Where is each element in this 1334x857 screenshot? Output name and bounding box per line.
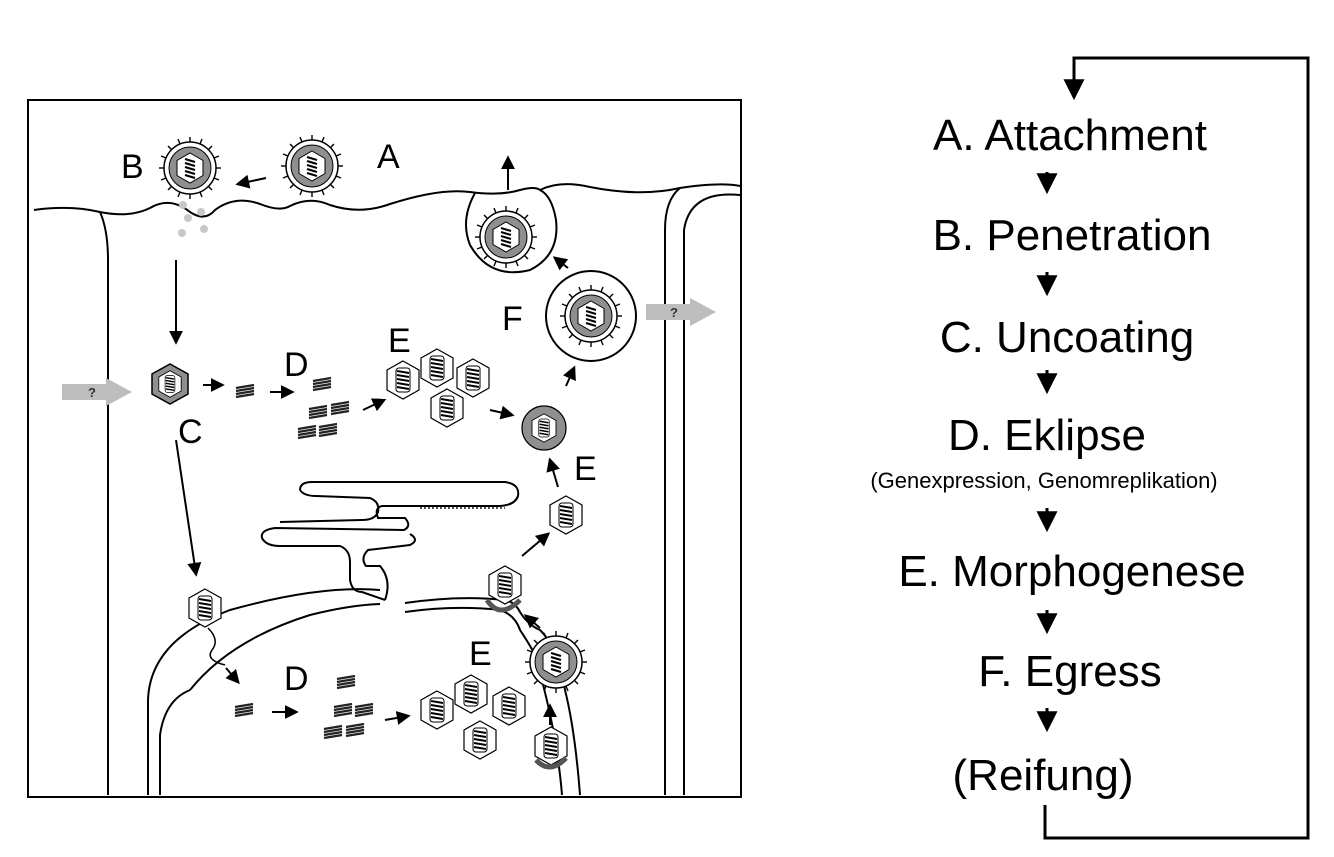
step-reifung: (Reifung) [953,751,1134,800]
label-b: B [121,148,144,186]
capsid-at-nuclear-pore [188,588,222,628]
cycle-loop-line [1043,56,1310,840]
svg-text:?: ? [88,385,96,400]
uncoating-capsid [151,363,189,405]
virion-budding [474,205,538,269]
label-e-cytoplasm: E [388,322,411,360]
unknown-exit-arrow: ? [646,298,716,326]
step-penetration: B. Penetration [933,211,1212,260]
endoplasmic-reticulum [260,481,520,601]
label-f: F [502,300,523,338]
cell-diagram: ? ? A B C D D E E E F [27,99,742,798]
capsid-assembly [386,360,420,400]
enveloping-capsid [521,405,567,451]
replication-cycle: A. Attachment B. Penetration C. Uncoatin… [870,56,1310,840]
nuclear-envelope-outer [147,588,381,795]
cell-left-wall [99,211,109,795]
label-e-er: E [574,450,597,488]
label-a: A [377,138,400,176]
virion-penetrating [158,136,222,200]
step-attachment: A. Attachment [933,111,1207,160]
cell-membrane [33,183,741,218]
step-uncoating: C. Uncoating [940,313,1194,362]
released-particles [178,201,208,237]
unknown-entry-arrow: ? [62,378,132,406]
step-morphogenese: E. Morphogenese [898,547,1245,596]
nuclear-envelope-inner [159,603,381,795]
step-eklipse-detail: (Genexpression, Genomreplikation) [870,468,1217,493]
label-d-cytoplasm: D [284,346,309,384]
cell-right-wall [664,187,681,795]
svg-text:?: ? [670,305,678,320]
figure-frame [27,99,742,798]
label-e-nucleus: E [469,635,492,673]
virion-nuclear-envelope [524,630,588,694]
virion-egress [545,270,637,362]
step-eklipse: D. Eklipse [948,411,1146,460]
neighbor-cell-wall [683,193,741,795]
label-d-nucleus: D [284,660,309,698]
step-egress: F. Egress [978,647,1161,696]
budding-vesicle [465,189,558,274]
virion-attaching [280,134,344,198]
label-c: C [178,413,203,451]
